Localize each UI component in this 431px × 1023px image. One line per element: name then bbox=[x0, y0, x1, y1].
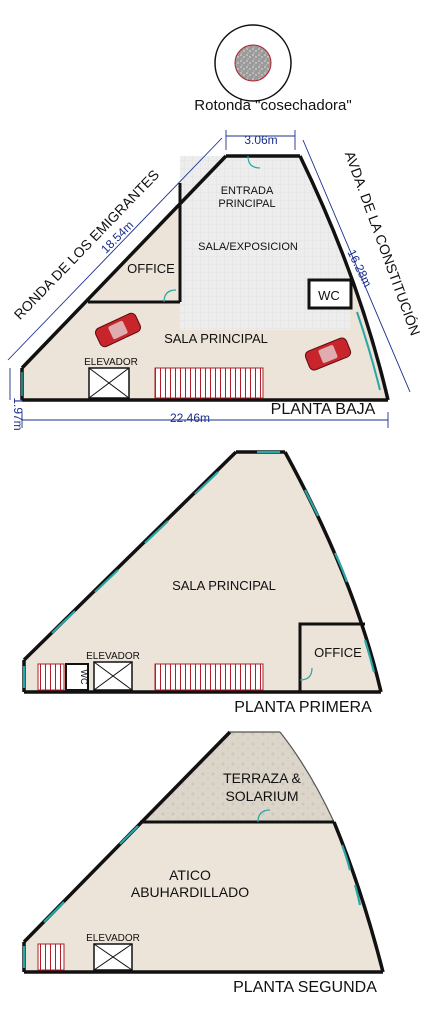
planta-baja: ENTRADA PRINCIPAL SALA/EXPOSICION OFFICE… bbox=[7, 130, 424, 431]
dim-top: 3.06m bbox=[244, 133, 277, 147]
pb-stairs bbox=[154, 367, 264, 399]
pp-wc bbox=[65, 663, 89, 691]
pb-elevador-label: ELEVADOR bbox=[84, 357, 138, 368]
ps-terraza-floor bbox=[140, 732, 334, 822]
pp-office-label: OFFICE bbox=[314, 645, 362, 660]
pp-stairs bbox=[154, 663, 264, 691]
planta-segunda-title: PLANTA SEGUNDA bbox=[233, 979, 377, 996]
ps-terraza-label-1: TERRAZA & bbox=[223, 770, 301, 786]
pb-office-label: OFFICE bbox=[127, 261, 175, 276]
rotonda: Rotonda "cosechadora" bbox=[194, 24, 352, 114]
ps-atico-floor bbox=[24, 822, 383, 972]
ps-elevador-label: ELEVADOR bbox=[86, 933, 140, 944]
planta-primera-title: PLANTA PRIMERA bbox=[234, 699, 372, 716]
rotonda-label: Rotonda "cosechadora" bbox=[194, 97, 351, 114]
ps-terraza-label-2: SOLARIUM bbox=[225, 788, 298, 804]
rotonda-center bbox=[234, 44, 272, 82]
pp-wc-label: WC bbox=[79, 670, 89, 685]
pp-windows bbox=[22, 450, 376, 688]
pb-entrada-label-1: ENTRADA bbox=[221, 185, 274, 197]
planta-baja-title: PLANTA BAJA bbox=[271, 401, 376, 418]
planta-segunda: TERRAZA & SOLARIUM ATICO ABUHARDILLADO E… bbox=[22, 730, 385, 996]
pb-wc-label: WC bbox=[318, 288, 340, 303]
pp-stairs-left bbox=[37, 663, 65, 691]
dim-side: 1.97m bbox=[11, 397, 25, 430]
pb-sala-principal-label: SALA PRINCIPAL bbox=[164, 331, 268, 346]
pb-entrada-label-2: PRINCIPAL bbox=[218, 198, 275, 210]
dim-bottom: 22.46m bbox=[170, 411, 210, 425]
pb-sala-exposicion-label: SALA/EXPOSICION bbox=[198, 241, 298, 253]
ps-windows bbox=[22, 825, 362, 968]
planta-primera: SALA PRINCIPAL OFFICE ELEVADOR WC PLANTA… bbox=[22, 450, 383, 716]
car-icon bbox=[304, 337, 352, 371]
pp-sala-principal-label: SALA PRINCIPAL bbox=[172, 578, 276, 593]
ps-atico-label-2: ABUHARDILLADO bbox=[131, 884, 249, 900]
pp-floor bbox=[24, 452, 381, 692]
pp-elevador-label: ELEVADOR bbox=[86, 651, 140, 662]
ps-atico-label-1: ATICO bbox=[169, 867, 211, 883]
pb-dimension-lines bbox=[7, 130, 411, 428]
car-icon bbox=[94, 312, 142, 348]
ps-stairs bbox=[37, 943, 65, 971]
